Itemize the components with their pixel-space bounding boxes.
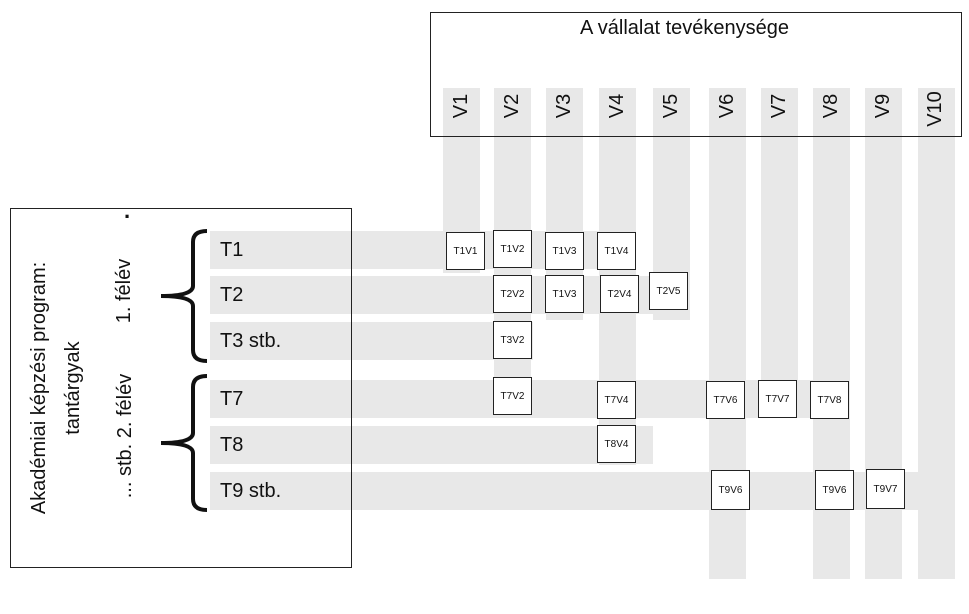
activity-label-v1: V1 [450,93,472,119]
activity-label-v3: V3 [553,93,575,119]
cell-t2v2: T2V2 [493,275,532,313]
company-activity-title: A vállalat tevékenysége [580,17,790,39]
cell-t7v2: T7V2 [493,377,532,415]
subject-label-t1: T1 [220,239,244,261]
cell-t8v4: T8V4 [597,425,636,463]
cell-t3v2: T3V2 [493,321,532,359]
semester-1-brace [160,229,208,363]
cell-t1v2: T1V2 [493,230,532,268]
cell-t9v9: T9V7 [866,469,905,509]
cell-t1v1: T1V1 [446,232,485,270]
subject-label-t7: T7 [220,388,244,410]
cell-t7v8: T7V8 [810,381,849,419]
subject-label-t2: T2 [220,284,244,306]
activity-label-v7: V7 [768,93,790,119]
academic-program-box [10,208,352,568]
cell-t7v7: T7V7 [758,380,797,418]
subject-row-t8 [210,426,653,464]
cell-t7v6: T7V6 [706,381,745,419]
program-title-line2: tantárgyak [62,341,84,435]
program-title-line1: Akadémiai képzési program: [28,261,50,515]
activity-column-v7 [761,88,798,418]
semester-2-brace [160,374,208,512]
subject-label-t8: T8 [220,434,244,456]
semester-2-label: ... stb. 2. félév [114,373,136,499]
cell-t7v4: T7V4 [597,381,636,419]
activity-label-v8: V8 [820,93,842,119]
activity-label-v6: V6 [716,93,738,119]
cell-t2v3: T1V3 [545,275,584,313]
activity-label-v10: V10 [924,91,946,127]
activity-label-v9: V9 [872,93,894,119]
subject-label-t3: T3 stb. [220,330,282,352]
cell-t9v6: T9V6 [711,470,750,510]
cell-t2v4: T2V4 [600,275,639,313]
cell-t1v3: T1V3 [545,232,584,270]
subject-row-t3 [210,322,533,360]
company-activity-box [430,12,962,137]
cell-t1v4: T1V4 [597,232,636,270]
activity-label-v2: V2 [501,93,523,119]
activity-label-v5: V5 [660,93,682,119]
cell-t2v5: T2V5 [649,272,688,310]
subject-label-t9: T9 stb. [220,480,282,502]
program-dot: . [124,198,131,223]
semester-1-label: 1. félév [113,258,135,324]
activity-label-v4: V4 [606,93,628,119]
cell-t9v8: T9V6 [815,470,854,510]
